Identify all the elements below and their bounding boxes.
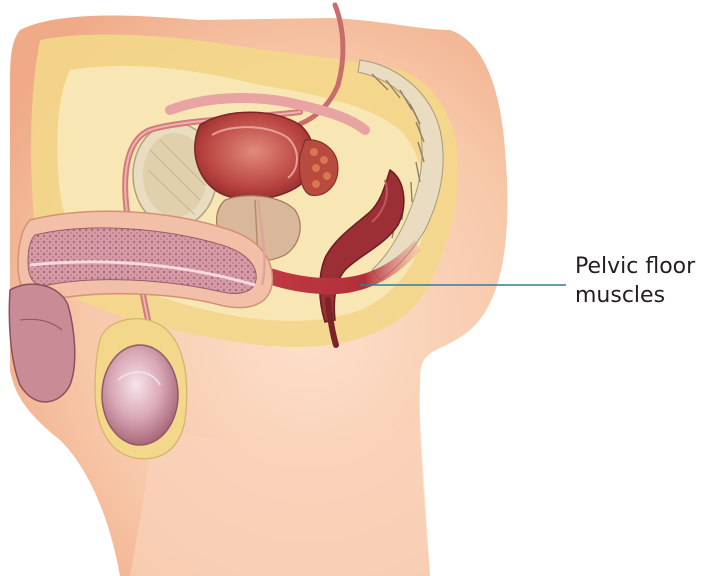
pelvic-floor-label-line2: muscles — [575, 281, 715, 310]
bladder — [195, 112, 314, 199]
scrotum — [95, 319, 187, 459]
pelvic-floor-label-line1: Pelvic floor — [575, 252, 715, 281]
pelvic-floor-label: Pelvic floor muscles — [575, 252, 715, 310]
testis — [102, 345, 178, 445]
